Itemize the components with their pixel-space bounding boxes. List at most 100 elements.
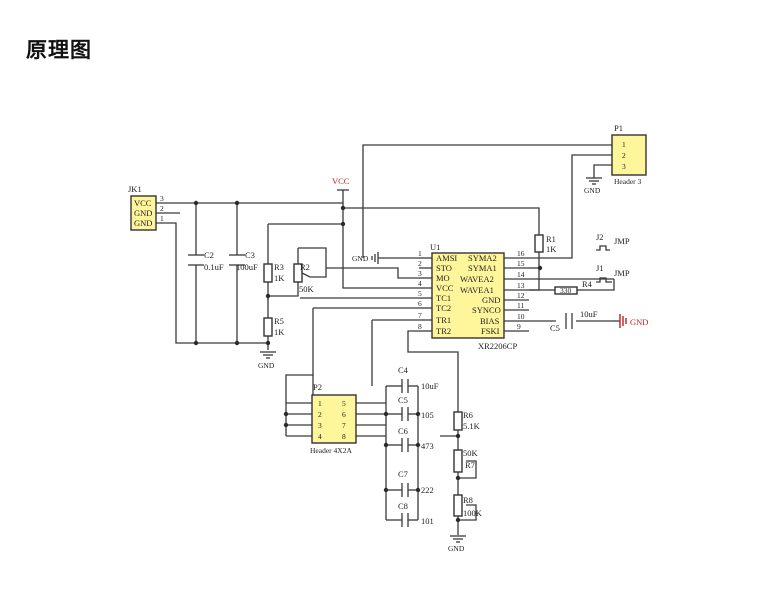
- r4-value: 330: [560, 286, 572, 295]
- r6-ref: R6: [463, 410, 473, 420]
- p2-pin-5: 5: [342, 399, 346, 408]
- r4-ref: R4: [582, 279, 593, 289]
- u1-part: XR2206CP: [478, 341, 517, 351]
- c7-value: 222: [421, 485, 434, 495]
- r5-ref: R5: [274, 316, 284, 326]
- p2-pin-4: 4: [318, 432, 322, 441]
- capacitor-c5: C5 105: [396, 395, 434, 421]
- u1-pin-15: 15: [517, 259, 525, 268]
- p1-pin-3: 3: [622, 162, 626, 171]
- jk1-pin-num-2: 2: [160, 204, 164, 213]
- u1-pin-2: 2: [418, 259, 422, 268]
- jk1-pin-gnd-a: GND: [134, 208, 152, 218]
- c6-ref: C6: [398, 426, 408, 436]
- u1-pin-name-tc1: TC1: [436, 293, 451, 303]
- jk1-ref: JK1: [128, 184, 142, 194]
- p2-pin-2: 2: [318, 410, 322, 419]
- gnd-symbol-p1: GND: [584, 177, 602, 195]
- potentiometer-r8: R8 100K: [453, 494, 483, 518]
- c8-ref: C8: [398, 501, 408, 511]
- capacitor-c6: C6 473: [396, 426, 434, 452]
- p2-ref: P2: [313, 382, 322, 392]
- r3-ref: R3: [274, 262, 284, 272]
- u1-pin-name-vcc: VCC: [436, 283, 454, 293]
- p1-ref: P1: [614, 123, 623, 133]
- u1-pin-10: 10: [517, 312, 525, 321]
- jumper-j2: J2 JMP: [596, 232, 630, 251]
- ic-u1: U1 1 2 3 4 5 6 7 8 AMSI STO MO VCC TC1: [418, 242, 529, 351]
- u1-pin-6: 6: [418, 299, 422, 308]
- potentiometer-r2: R2 50K: [293, 262, 315, 294]
- capacitor-c8: C8 101: [396, 501, 434, 527]
- u1-pin-name-tc2: TC2: [436, 303, 451, 313]
- r8-ref: R8: [463, 495, 473, 505]
- u1-pin-name-sto: STO: [436, 263, 452, 273]
- gnd-symbol-left: GND: [258, 351, 276, 370]
- u1-pin-name-tr2: TR2: [436, 326, 451, 336]
- j2-ref: J2: [596, 232, 604, 242]
- u1-pin-8: 8: [418, 322, 422, 331]
- resistor-r6: R6 5.1K: [453, 405, 481, 431]
- u1-pin-name-synco: SYNCO: [472, 305, 501, 315]
- u1-pin-14: 14: [517, 270, 525, 279]
- c5b-ref: C5: [550, 323, 560, 333]
- u1-pin-1: 1: [418, 249, 422, 258]
- j1-value: JMP: [614, 268, 630, 278]
- p2-pin-1: 1: [318, 399, 322, 408]
- c3-value: 100uF: [236, 262, 258, 272]
- c2-ref: C2: [204, 250, 214, 260]
- connector-jk1: JK1 VCC GND GND 3 2 1: [128, 184, 164, 231]
- jk1-pin-gnd-b: GND: [134, 218, 152, 228]
- gnd-symbol-bottom: GND: [448, 535, 466, 553]
- r2-value: 50K: [299, 284, 315, 294]
- c2-value: 0.1uF: [204, 262, 224, 272]
- resistor-r5: R5 1K: [263, 316, 285, 337]
- c8-value: 101: [421, 516, 434, 526]
- r6-value: 5.1K: [463, 421, 481, 431]
- resistor-r4: 330 R4: [545, 279, 593, 295]
- u1-pin-4: 4: [418, 279, 422, 288]
- c4-ref: C4: [398, 365, 409, 375]
- r5-value: 1K: [274, 327, 285, 337]
- c3-ref: C3: [245, 250, 255, 260]
- jk1-pin-num-1: 1: [160, 214, 164, 223]
- jk1-pin-num-3: 3: [160, 194, 164, 203]
- c6-value: 473: [421, 441, 434, 451]
- gnd-label-right: GND: [630, 317, 648, 327]
- gnd-label-p1: GND: [584, 186, 601, 195]
- gnd-label-amsi: GND: [352, 254, 369, 263]
- potentiometer-r7: 50K R7: [453, 448, 479, 473]
- c5-ref: C5: [398, 395, 408, 405]
- c4-value: 10uF: [421, 381, 439, 391]
- j2-value: JMP: [614, 236, 630, 246]
- vcc-symbol: VCC: [332, 176, 350, 191]
- gnd-label-bottom: GND: [448, 544, 465, 553]
- u1-pin-name-syma2: SYMA2: [468, 253, 497, 263]
- junction-dots: [193, 200, 543, 523]
- u1-pin-12: 12: [517, 291, 525, 300]
- gnd-symbol-right: GND: [614, 314, 648, 328]
- capacitor-c7: C7 222: [396, 469, 434, 497]
- p2-name: Header 4X2A: [310, 446, 352, 455]
- p2-pin-7: 7: [342, 421, 346, 430]
- u1-pin-name-syma1: SYMA1: [468, 263, 497, 273]
- p2-pin-3: 3: [318, 421, 322, 430]
- u1-pin-name-wavea1: WAVEA1: [460, 285, 494, 295]
- u1-pin-3: 3: [418, 269, 422, 278]
- u1-pin-7: 7: [418, 311, 422, 320]
- gnd-symbol-amsi: GND: [352, 252, 379, 264]
- capacitor-c5-bias: C5 10uF: [550, 309, 598, 333]
- r1-value: 1K: [546, 244, 557, 254]
- u1-pin-name-fski: FSKI: [481, 326, 500, 336]
- r3-value: 1K: [274, 273, 285, 283]
- r1-ref: R1: [546, 234, 556, 244]
- j1-ref: J1: [596, 263, 604, 273]
- u1-pin-name-mo: MO: [436, 273, 450, 283]
- wire-net: [156, 144, 615, 535]
- c5b-value: 10uF: [580, 309, 598, 319]
- gnd-label-left: GND: [258, 361, 275, 370]
- resistor-r1: R1 1K: [534, 234, 557, 254]
- p1-name: Header 3: [614, 177, 642, 186]
- capacitor-c3: C3 100uF: [229, 250, 258, 272]
- u1-pin-16: 16: [517, 249, 525, 258]
